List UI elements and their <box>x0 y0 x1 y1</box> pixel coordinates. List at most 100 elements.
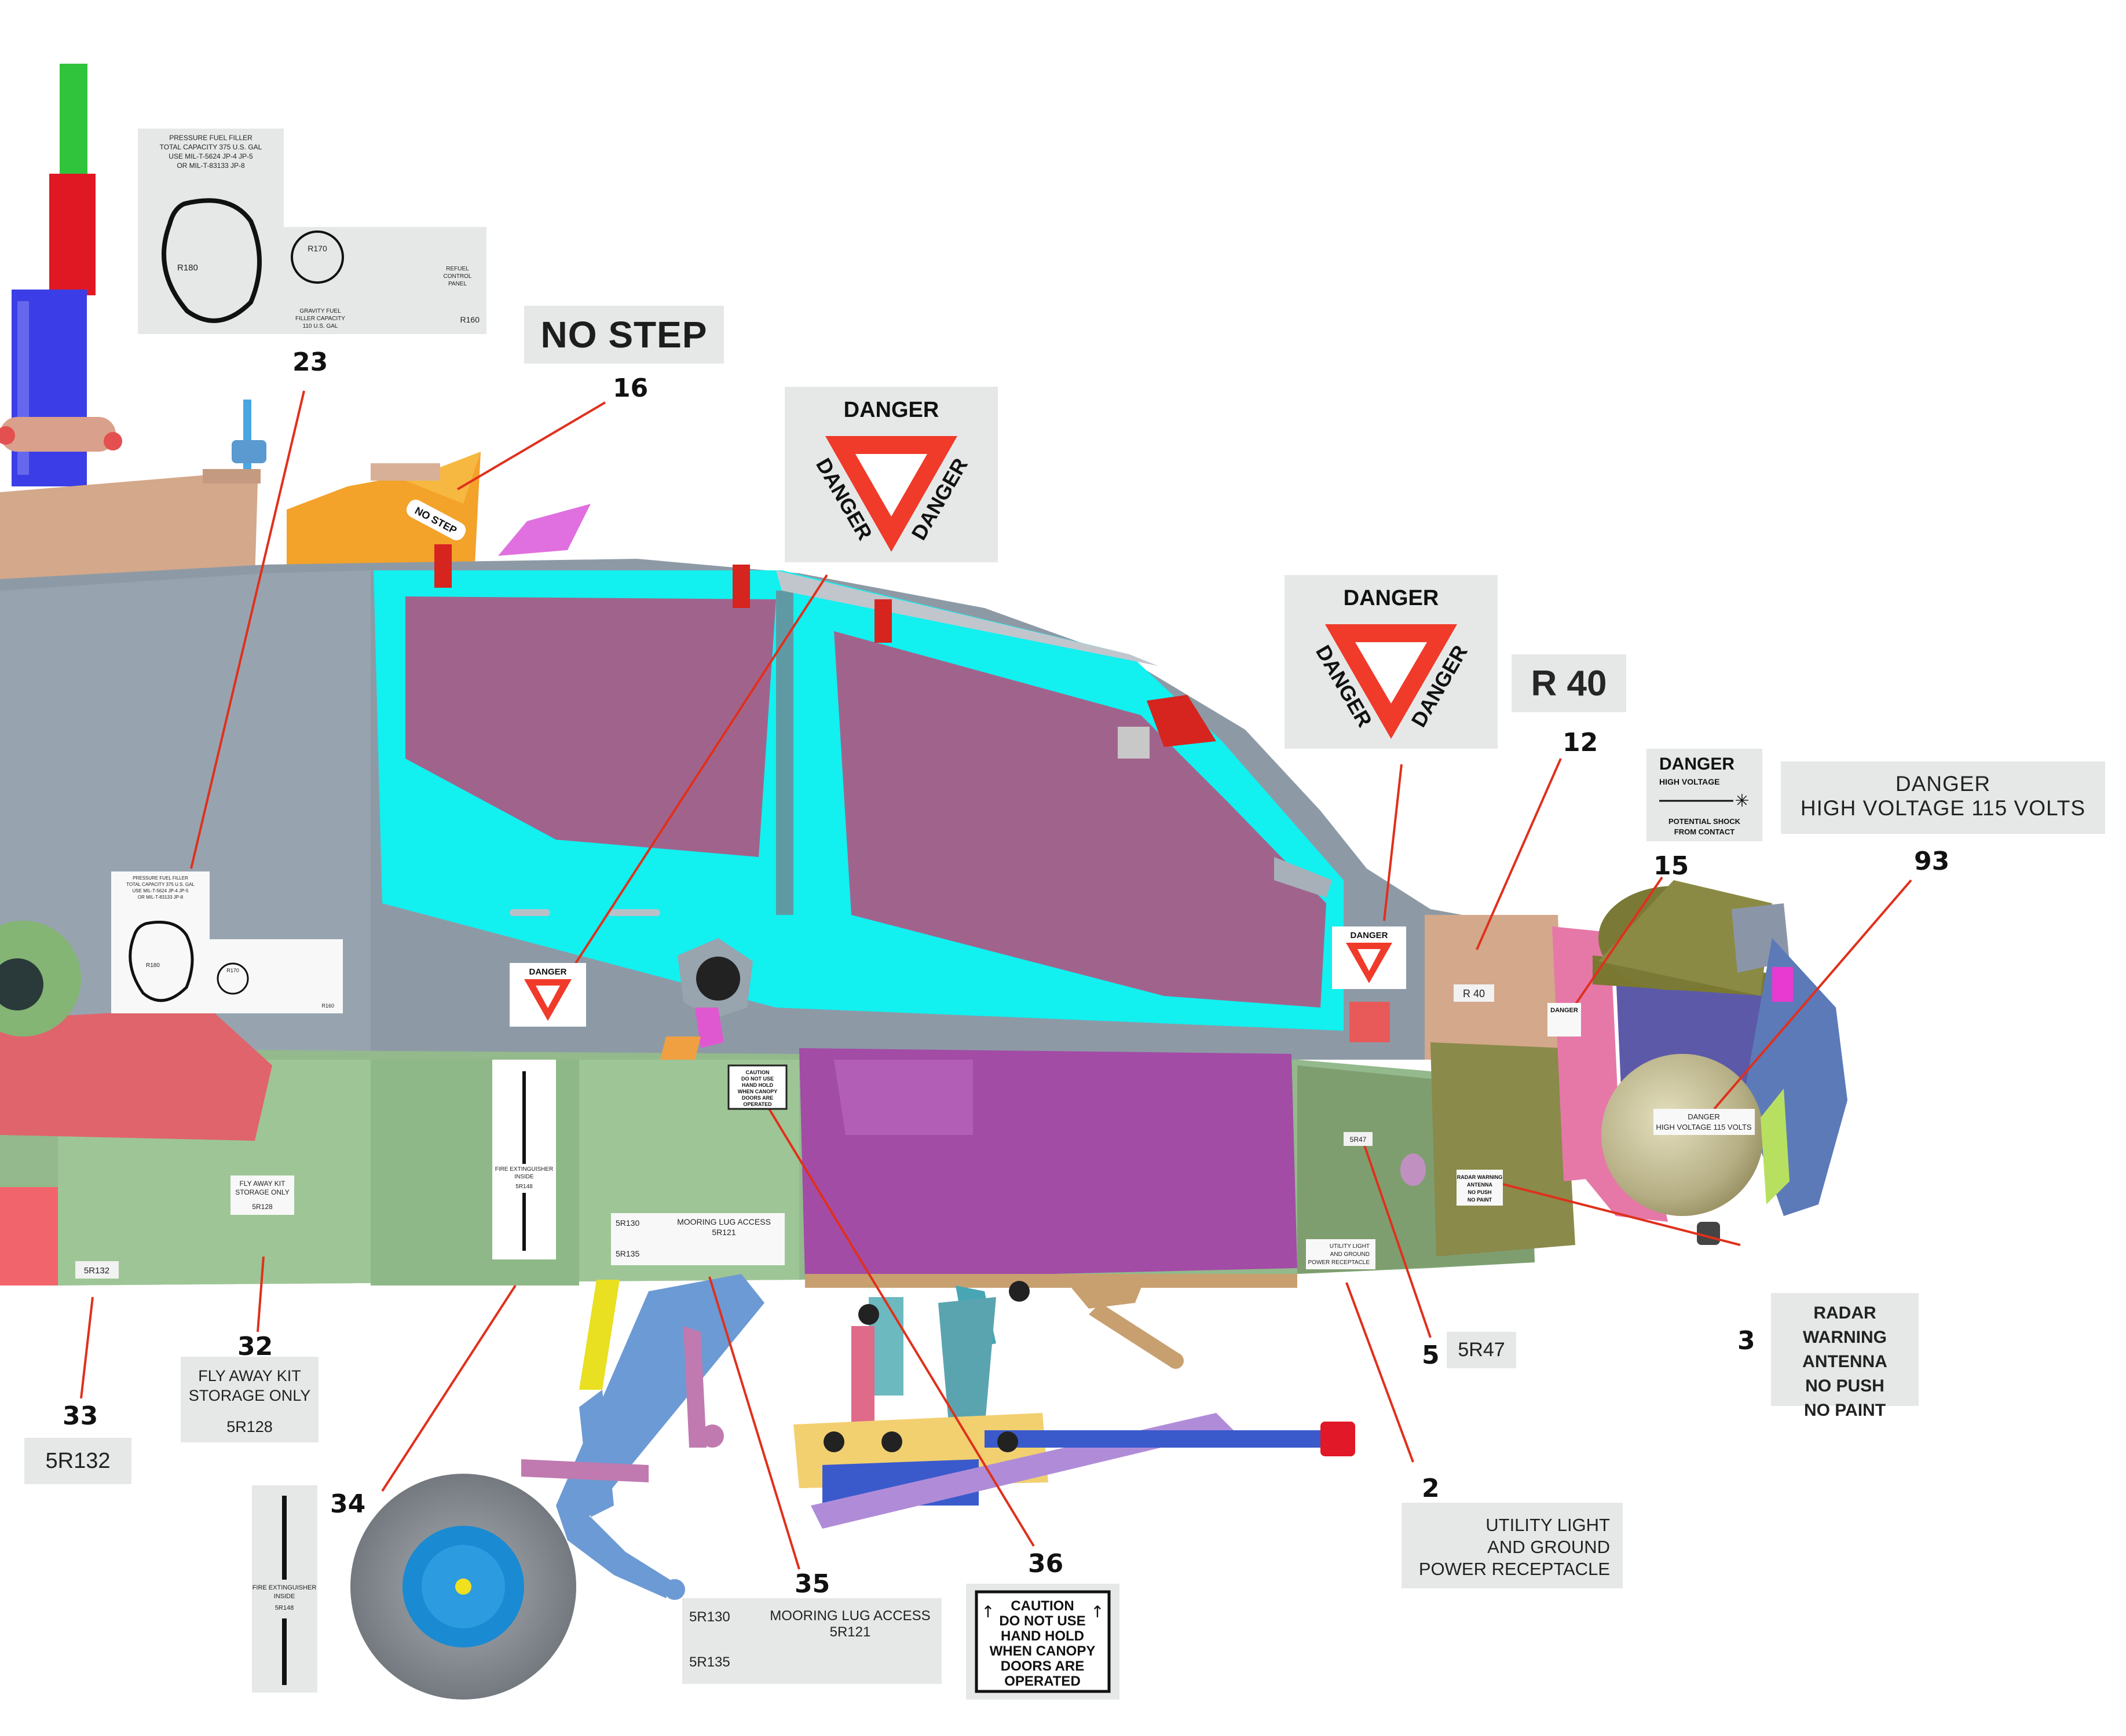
utility-decal-large: UTILITY LIGHT AND GROUND POWER RECEPTACL… <box>1402 1503 1623 1588</box>
dhv-tank-line2: HIGH VOLTAGE 115 VOLTS <box>1656 1123 1752 1131</box>
rw-small-l2: ANTENNA <box>1467 1182 1492 1188</box>
caution-decal-large: ↑ ↑ CAUTION DO NOT USE HAND HOLD WHEN CA… <box>966 1584 1119 1700</box>
r40-small-text: R 40 <box>1463 988 1485 999</box>
callout-93: 93 <box>1914 847 1950 876</box>
r5r47-small-text: 5R47 <box>1350 1136 1367 1144</box>
fuel-panel-decal-large: PRESSURE FUEL FILLER TOTAL CAPACITY 375 … <box>138 129 486 334</box>
danger-l1-top: DANGER <box>844 398 939 422</box>
radar-warning-decal-large: RADAR WARNING ANTENNA NO PUSH NO PAINT <box>1771 1293 1919 1420</box>
callout-16: 16 <box>613 373 649 403</box>
spark-icon: ✳ <box>1735 791 1749 811</box>
fak-small-l2: STORAGE ONLY <box>235 1188 290 1196</box>
r5r47-decal-small: 5R47 <box>1344 1132 1373 1146</box>
utility-decal-small: UTILITY LIGHT AND GROUND POWER RECEPTACL… <box>1306 1239 1375 1269</box>
rw-big-l3: NO PUSH <box>1805 1376 1885 1396</box>
moor-small-5r130: 5R130 <box>616 1218 639 1228</box>
fire-small-l1: FIRE EXTINGUISHER <box>495 1166 554 1173</box>
danger-hv-decal-medium: DANGER HIGH VOLTAGE ✳ POTENTIAL SHOCK FR… <box>1646 749 1762 841</box>
danger-l2-top: DANGER <box>1344 586 1439 610</box>
fuel-big-grav3: 110 U.S. GAL <box>303 323 338 329</box>
fuel-small-l3: USE MIL-T-5624 JP-4 JP-5 <box>133 888 189 893</box>
dhv-med-l3: POTENTIAL SHOCK <box>1668 817 1741 826</box>
fuel-big-refuel2: CONTROL <box>444 273 472 280</box>
fire-big-l1: FIRE EXTINGUISHER <box>253 1584 317 1591</box>
caution-decal-small: CAUTION DO NOT USE HAND HOLD WHEN CANOPY… <box>727 1064 788 1110</box>
leader-lines <box>80 390 1912 1570</box>
fak-big-l2: STORAGE ONLY <box>188 1387 311 1404</box>
r40-decal-large: R 40 <box>1512 654 1626 712</box>
callout-35: 35 <box>795 1569 830 1599</box>
mooring-decal-large: 5R130 MOORING LUG ACCESS 5R121 5R135 <box>682 1598 942 1684</box>
util-big-l2: AND GROUND <box>1487 1537 1610 1557</box>
danger-nose-top: DANGER <box>1350 931 1388 940</box>
caution-small-l3: HAND HOLD <box>742 1082 773 1088</box>
util-small-l2: AND GROUND <box>1330 1251 1370 1258</box>
fuel-big-refuel1: REFUEL <box>446 266 469 272</box>
rw-big-l1: RADAR WARNING <box>1803 1303 1887 1347</box>
fly-away-decal-small: FLY AWAY KIT STORAGE ONLY 5R128 <box>230 1175 294 1215</box>
canopy-hinge <box>660 938 753 1060</box>
util-big-l1: UTILITY LIGHT <box>1485 1515 1610 1535</box>
fuel-small-r170: R170 <box>226 968 239 973</box>
callout-23: 23 <box>292 347 328 377</box>
fuel-big-l3: USE MIL-T-5624 JP-4 JP-5 <box>169 152 253 160</box>
caution-small-l1: CAUTION <box>746 1070 770 1075</box>
r5r132-decal-small: 5R132 <box>75 1261 119 1279</box>
up-arrow-left-icon: ↑ <box>981 1602 994 1621</box>
fak-small-l1: FLY AWAY KIT <box>240 1180 286 1188</box>
callout-33: 33 <box>63 1401 98 1431</box>
r40-decal-small: R 40 <box>1454 984 1494 1002</box>
fuel-big-l4: OR MIL-T-83133 JP-8 <box>177 162 245 170</box>
caution-big-l2: DO NOT USE <box>999 1613 1085 1629</box>
moor-big-5r130: 5R130 <box>689 1609 730 1625</box>
caution-big-l3: HAND HOLD <box>1001 1628 1084 1644</box>
callout-3: 3 <box>1737 1326 1755 1356</box>
dhv-med-l1: DANGER <box>1659 755 1735 774</box>
callout-32: 32 <box>237 1332 273 1361</box>
fuel-big-r180: R180 <box>177 263 198 273</box>
radar-warning-decal-small: RADAR WARNING ANTENNA NO PUSH NO PAINT <box>1457 1170 1503 1206</box>
fuel-big-r160: R160 <box>460 315 480 324</box>
fire-decal-large: FIRE EXTINGUISHER INSIDE 5R148 <box>252 1485 317 1693</box>
caution-big-l6: OPERATED <box>1004 1673 1081 1689</box>
danger-hv-decal-large: DANGER HIGH VOLTAGE 115 VOLTS <box>1781 761 2105 834</box>
fuel-small-l2: TOTAL CAPACITY 375 U.S. GAL <box>126 882 195 887</box>
fuel-small-r180: R180 <box>146 962 160 969</box>
fly-away-decal-large: FLY AWAY KIT STORAGE ONLY 5R128 <box>181 1357 319 1442</box>
fak-small-code: 5R128 <box>252 1203 273 1211</box>
fuel-big-refuel3: PANEL <box>448 281 467 287</box>
callout-15: 15 <box>1653 851 1689 881</box>
moor-small-title: MOORING LUG ACCESS <box>677 1217 771 1226</box>
util-big-l3: POWER RECEPTACLE <box>1418 1559 1610 1579</box>
danger-hv-decal-small: DANGER <box>1547 1003 1581 1037</box>
rw-big-l4: NO PAINT <box>1803 1401 1886 1420</box>
rw-small-l1: RADAR WARNING <box>1457 1174 1503 1180</box>
dhv-big-line2: HIGH VOLTAGE 115 VOLTS <box>1800 796 2086 820</box>
fuel-big-grav1: GRAVITY FUEL <box>299 308 341 314</box>
nose-section <box>1349 880 1847 1257</box>
danger-small-top: DANGER <box>529 967 566 977</box>
callout-12: 12 <box>1563 728 1598 757</box>
caution-small-l2: DO NOT USE <box>741 1076 774 1082</box>
fire-small-l2: INSIDE <box>514 1174 534 1180</box>
danger-hv-decal-tank: DANGER HIGH VOLTAGE 115 VOLTS <box>1653 1109 1755 1135</box>
caution-small-l5: DOORS ARE <box>742 1095 773 1101</box>
fire-big-l2: INSIDE <box>274 1593 295 1600</box>
rw-small-l3: NO PUSH <box>1468 1189 1491 1195</box>
landing-gear <box>350 1274 1355 1700</box>
dhv-tank-line1: DANGER <box>1688 1112 1720 1121</box>
caution-small-l6: OPERATED <box>743 1101 772 1107</box>
moor-small-code: 5R121 <box>712 1228 735 1237</box>
no-step-decal-large: NO STEP <box>524 306 724 364</box>
rw-small-l4: NO PAINT <box>1468 1197 1492 1203</box>
fire-decal-small: FIRE EXTINGUISHER INSIDE 5R148 <box>492 1060 556 1259</box>
r5r132-decal-large: 5R132 <box>24 1438 131 1484</box>
callout-5: 5 <box>1422 1341 1440 1370</box>
fire-small-code: 5R148 <box>515 1184 533 1190</box>
fuel-big-r170: R170 <box>308 244 327 253</box>
dhv-small-onair-text: DANGER <box>1550 1007 1578 1014</box>
danger-triangle-nose: DANGER <box>1332 926 1406 989</box>
r5r132-small-text: 5R132 <box>84 1266 109 1276</box>
fak-big-l1: FLY AWAY KIT <box>198 1367 301 1385</box>
callout-36: 36 <box>1028 1549 1064 1578</box>
